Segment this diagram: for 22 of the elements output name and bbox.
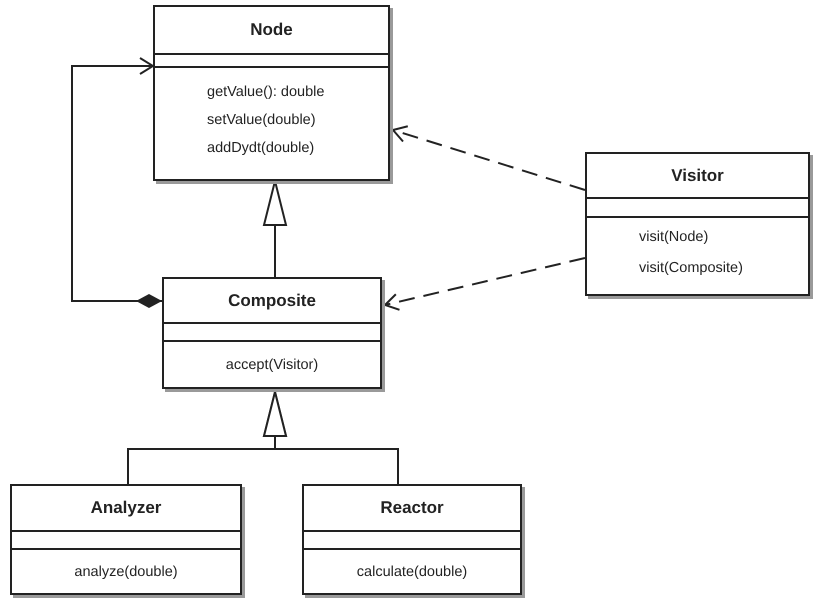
class-name: Analyzer xyxy=(12,486,240,532)
method-name: analyze(double) xyxy=(73,563,179,581)
inheritance-arrow xyxy=(263,391,399,484)
method-name: accept(Visitor) xyxy=(224,356,320,374)
class-box xyxy=(153,5,390,181)
class-name: Node xyxy=(155,7,388,55)
method-name: visit(Composite) xyxy=(639,259,743,277)
method-name: getValue(): double xyxy=(207,83,324,101)
class-box xyxy=(585,152,810,296)
class-name: Visitor xyxy=(587,154,808,199)
dependency-arrow xyxy=(384,257,586,311)
composition-arrow xyxy=(71,57,162,308)
dependency-arrow xyxy=(392,125,586,191)
class-box xyxy=(10,484,242,595)
method-name: addDydt(double) xyxy=(207,139,314,157)
class-box xyxy=(302,484,522,595)
class-name: Composite xyxy=(164,279,380,324)
class-name: Reactor xyxy=(304,486,520,532)
method-name: setValue(double) xyxy=(207,111,316,129)
class-box xyxy=(162,277,382,389)
method-name: calculate(double) xyxy=(356,563,468,581)
method-name: visit(Node) xyxy=(639,228,708,246)
